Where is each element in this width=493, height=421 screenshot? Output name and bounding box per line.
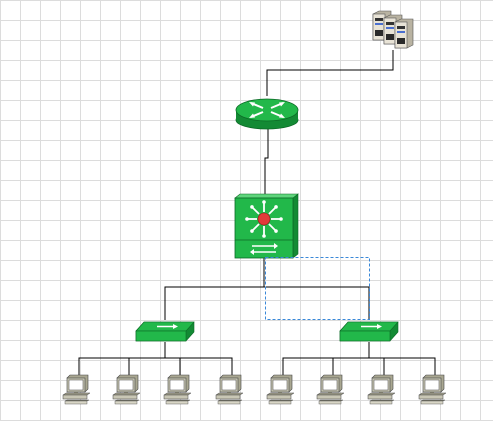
links-layer: [78, 50, 436, 376]
pc-5[interactable]: [266, 374, 295, 405]
workstation-icon: [266, 374, 295, 405]
core-switch[interactable]: [234, 193, 299, 259]
access-switch-1[interactable]: [135, 321, 195, 342]
server-rack-icon: [372, 10, 414, 49]
link-core-switch-to-access-switch-1[interactable]: [164, 258, 265, 320]
link-access-switch-2-to-pc-5[interactable]: [282, 342, 370, 376]
pc-8[interactable]: [418, 374, 447, 405]
link-access-switch-2-to-pc-8[interactable]: [369, 357, 436, 376]
workstation-icon: [418, 374, 447, 405]
pc-6[interactable]: [316, 374, 345, 405]
access-switch-2[interactable]: [339, 321, 399, 342]
router[interactable]: [235, 98, 299, 130]
link-server-rack-to-router[interactable]: [266, 50, 394, 96]
pc-2[interactable]: [112, 374, 141, 405]
link-access-switch-1-to-pc-1[interactable]: [78, 342, 166, 376]
pc-3[interactable]: [163, 374, 192, 405]
workstation-icon: [367, 374, 396, 405]
pc-4[interactable]: [215, 374, 244, 405]
workstation-icon: [163, 374, 192, 405]
router-icon: [235, 98, 299, 130]
workstation-icon: [112, 374, 141, 405]
workstation-icon: [316, 374, 345, 405]
pc-1[interactable]: [62, 374, 91, 405]
server-rack[interactable]: [372, 10, 414, 49]
overlay-layer: [265, 257, 370, 320]
link-router-to-core-switch[interactable]: [264, 128, 269, 198]
selection-box[interactable]: [265, 257, 370, 320]
workgroup-switch-icon: [339, 321, 399, 342]
pc-7[interactable]: [367, 374, 396, 405]
link-access-switch-1-to-pc-4[interactable]: [165, 357, 233, 376]
link-core-switch-to-access-switch-2[interactable]: [264, 286, 370, 320]
nodes-layer: [62, 10, 447, 405]
workstation-icon: [215, 374, 244, 405]
workstation-icon: [62, 374, 91, 405]
layer3-switch-icon: [234, 193, 299, 259]
workgroup-switch-icon: [135, 321, 195, 342]
